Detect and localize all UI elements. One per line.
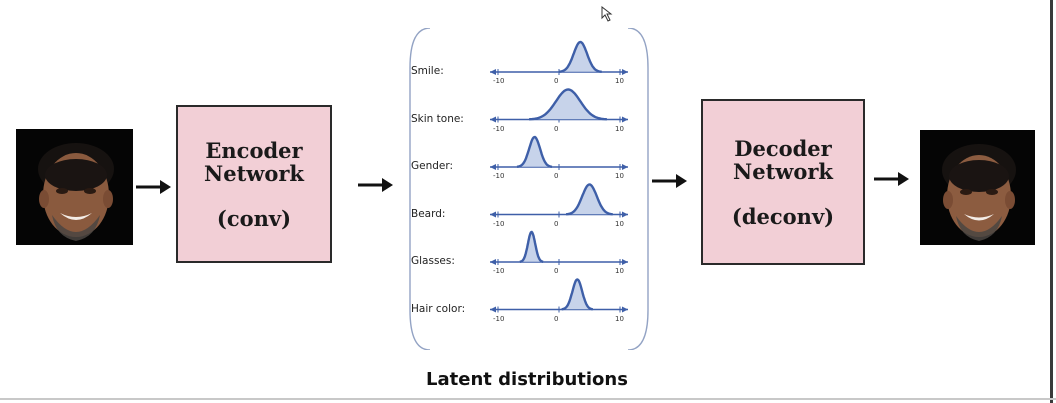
axis-arrowhead bbox=[490, 116, 496, 123]
tick-label: 0 bbox=[554, 219, 559, 228]
latent-row-label: Glasses: bbox=[411, 255, 455, 267]
distribution-fill bbox=[517, 137, 552, 167]
tick-label: -10 bbox=[493, 77, 505, 85]
right-arrow-icon bbox=[652, 174, 687, 188]
distribution-curve bbox=[519, 230, 544, 263]
encoder-subtitle: (conv) bbox=[216, 205, 292, 231]
axis-arrowhead bbox=[490, 211, 496, 218]
tick-label: 10 bbox=[615, 219, 624, 228]
tick-label: 10 bbox=[615, 267, 624, 275]
tick-label: -10 bbox=[493, 314, 505, 323]
tick-label: -10 bbox=[493, 267, 505, 275]
mouse-cursor-icon bbox=[601, 6, 613, 22]
latent-row-label: Gender: bbox=[411, 160, 454, 172]
window-edge bbox=[1050, 0, 1053, 403]
axis-arrowhead bbox=[622, 116, 628, 123]
distribution-curve bbox=[561, 278, 593, 311]
axis-arrowhead bbox=[622, 164, 628, 170]
decoder-subtitle: (deconv) bbox=[731, 203, 835, 229]
tick-label: -10 bbox=[493, 124, 505, 133]
output-face-image bbox=[920, 130, 1035, 245]
tick-label: 0 bbox=[554, 124, 559, 133]
axis-arrowhead bbox=[490, 259, 496, 265]
tick-label: -10 bbox=[493, 172, 505, 180]
input-face-image bbox=[16, 129, 133, 245]
distribution-fill bbox=[561, 279, 593, 310]
tick-label: 10 bbox=[615, 77, 624, 85]
tick-label: 10 bbox=[615, 172, 624, 180]
latent-row-label: Beard: bbox=[411, 207, 446, 220]
window-bottom-edge bbox=[0, 398, 1056, 400]
decoder-network-box: Decoder Network (deconv) bbox=[701, 99, 865, 265]
distribution-fill bbox=[529, 89, 607, 120]
distribution-curve bbox=[516, 135, 553, 168]
right-arrow-icon bbox=[136, 180, 171, 194]
axis-arrowhead bbox=[490, 306, 496, 313]
decoder-title-line2: Network bbox=[733, 158, 833, 184]
encoder-title-line2: Network bbox=[204, 160, 304, 186]
tick-label: 10 bbox=[615, 314, 624, 323]
axis-arrowhead bbox=[622, 306, 628, 313]
right-arrow-icon bbox=[874, 172, 909, 186]
encoder-network-box: Encoder Network (conv) bbox=[176, 105, 332, 263]
encoder-title-line1: Encoder bbox=[205, 137, 303, 163]
axis-arrowhead bbox=[490, 69, 496, 75]
axis-arrowhead bbox=[622, 69, 628, 75]
distribution-fill bbox=[558, 42, 602, 72]
right-arrow-icon bbox=[358, 178, 393, 192]
tick-label: 0 bbox=[554, 172, 559, 180]
latent-row-label: Skin tone: bbox=[411, 112, 464, 125]
axis-arrowhead bbox=[622, 259, 628, 265]
tick-label: 0 bbox=[554, 314, 559, 323]
decoder-title-line1: Decoder bbox=[734, 135, 832, 161]
distribution-fill bbox=[566, 184, 613, 215]
tick-label: 10 bbox=[615, 124, 624, 133]
distribution-curve bbox=[565, 183, 613, 216]
latent-row-label: Hair color: bbox=[411, 302, 466, 315]
axis-arrowhead bbox=[622, 211, 628, 218]
latent-distributions-chart bbox=[409, 27, 649, 351]
distribution-curve bbox=[529, 88, 607, 121]
tick-label: 0 bbox=[554, 267, 559, 275]
tick-label: 0 bbox=[554, 77, 559, 85]
axis-arrowhead bbox=[490, 164, 496, 170]
latent-caption: Latent distributions bbox=[426, 369, 628, 390]
tick-label: -10 bbox=[493, 219, 505, 228]
distribution-curve bbox=[558, 40, 602, 73]
latent-row-label: Smile: bbox=[411, 65, 444, 77]
